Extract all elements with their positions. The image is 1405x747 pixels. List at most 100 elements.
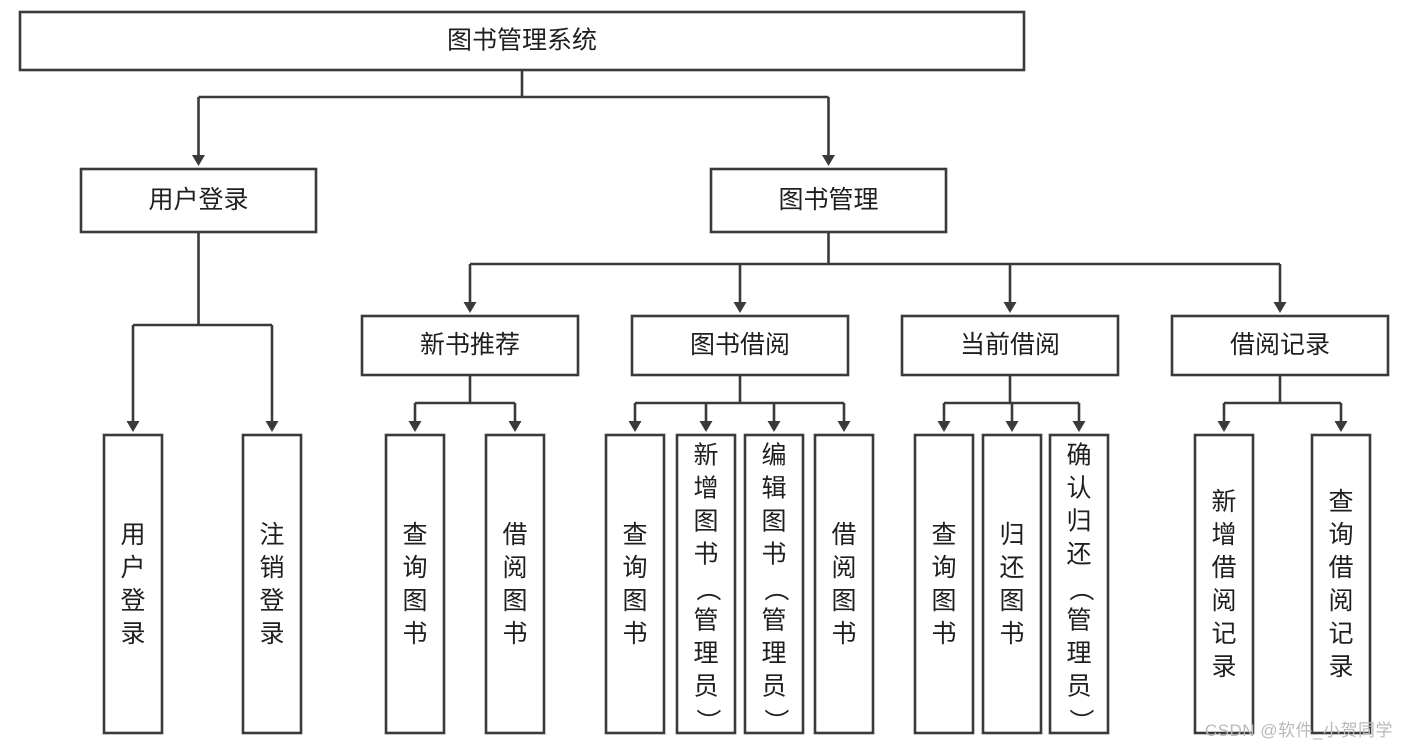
svg-text:还: 还 [999,554,1024,582]
node-box[interactable] [1170,314,1390,377]
svg-text:管: 管 [761,607,786,635]
node-label: 用户登录 [120,521,145,648]
node-box[interactable] [675,433,737,735]
node-box[interactable] [484,433,546,735]
node-label: 图书借阅 [690,331,790,359]
node-box[interactable] [630,314,850,377]
svg-text:查: 查 [931,521,956,549]
node-box[interactable] [102,433,164,735]
node-level3-当前借阅[interactable]: 当前借阅 [900,314,1120,377]
node-level2-图书管理[interactable]: 图书管理 [709,167,948,234]
svg-text:借: 借 [831,521,856,549]
node-box[interactable] [709,167,948,234]
node-label: 图书管理 [778,186,878,214]
svg-text:理: 理 [693,640,718,668]
node-box[interactable] [79,167,318,234]
node-box[interactable] [1193,433,1255,735]
node-root-图书管理系统[interactable]: 图书管理系统 [18,10,1026,72]
svg-text:）: ） [761,708,789,733]
svg-text:管: 管 [693,607,718,635]
node-box[interactable] [1048,433,1110,735]
svg-text:书: 书 [693,541,718,569]
svg-text:增: 增 [1211,521,1236,549]
node-level3-借阅记录[interactable]: 借阅记录 [1170,314,1390,377]
node-level3-图书借阅[interactable]: 图书借阅 [630,314,850,377]
svg-text:新: 新 [693,442,718,470]
node-box[interactable] [743,433,805,735]
svg-text:销: 销 [259,554,284,582]
svg-text:用: 用 [120,521,145,549]
node-box[interactable] [981,433,1043,735]
svg-text:图: 图 [693,508,718,536]
svg-text:查: 查 [402,521,427,549]
node-box[interactable] [913,433,975,735]
svg-text:理: 理 [761,640,786,668]
node-box[interactable] [900,314,1120,377]
node-box[interactable] [360,314,580,377]
node-label: 新书推荐 [420,331,520,359]
node-level3-新书推荐[interactable]: 新书推荐 [360,314,580,377]
svg-text:注: 注 [259,521,284,549]
svg-text:（: （ [1066,576,1094,601]
node-label: 图书管理系统 [447,27,597,55]
svg-text:图: 图 [931,587,956,615]
node-box[interactable] [18,10,1026,72]
svg-text:书: 书 [622,620,647,648]
svg-text:图: 图 [761,508,786,536]
node-leaf-用户登录[interactable]: 用户登录 [102,433,164,735]
svg-text:辑: 辑 [761,475,786,503]
svg-text:询: 询 [622,554,647,582]
node-box[interactable] [241,433,303,735]
svg-text:理: 理 [1066,640,1091,668]
svg-text:书: 书 [999,620,1024,648]
svg-text:书: 书 [761,541,786,569]
svg-text:确: 确 [1066,442,1091,470]
node-level2-用户登录[interactable]: 用户登录 [79,167,318,234]
node-label: 当前借阅 [960,331,1060,359]
svg-text:员: 员 [1066,673,1091,701]
svg-text:阅: 阅 [502,554,527,582]
node-box[interactable] [604,433,666,735]
svg-text:）: ） [1066,708,1094,733]
svg-text:借: 借 [1328,554,1353,582]
node-box[interactable] [813,433,875,735]
svg-text:阅: 阅 [1328,587,1353,615]
svg-text:新: 新 [1211,488,1236,516]
svg-text:图: 图 [402,587,427,615]
svg-text:还: 还 [1066,541,1091,569]
svg-text:归: 归 [999,521,1024,549]
node-box[interactable] [384,433,446,735]
node-box[interactable] [1310,433,1372,735]
node-label: 借阅记录 [1230,331,1330,359]
svg-text:查: 查 [622,521,647,549]
connectors-layer [126,70,1348,432]
svg-text:图: 图 [622,587,647,615]
svg-text:编: 编 [761,442,786,470]
svg-text:书: 书 [502,620,527,648]
svg-text:询: 询 [931,554,956,582]
svg-text:记: 记 [1328,620,1353,648]
svg-text:户: 户 [120,554,145,582]
